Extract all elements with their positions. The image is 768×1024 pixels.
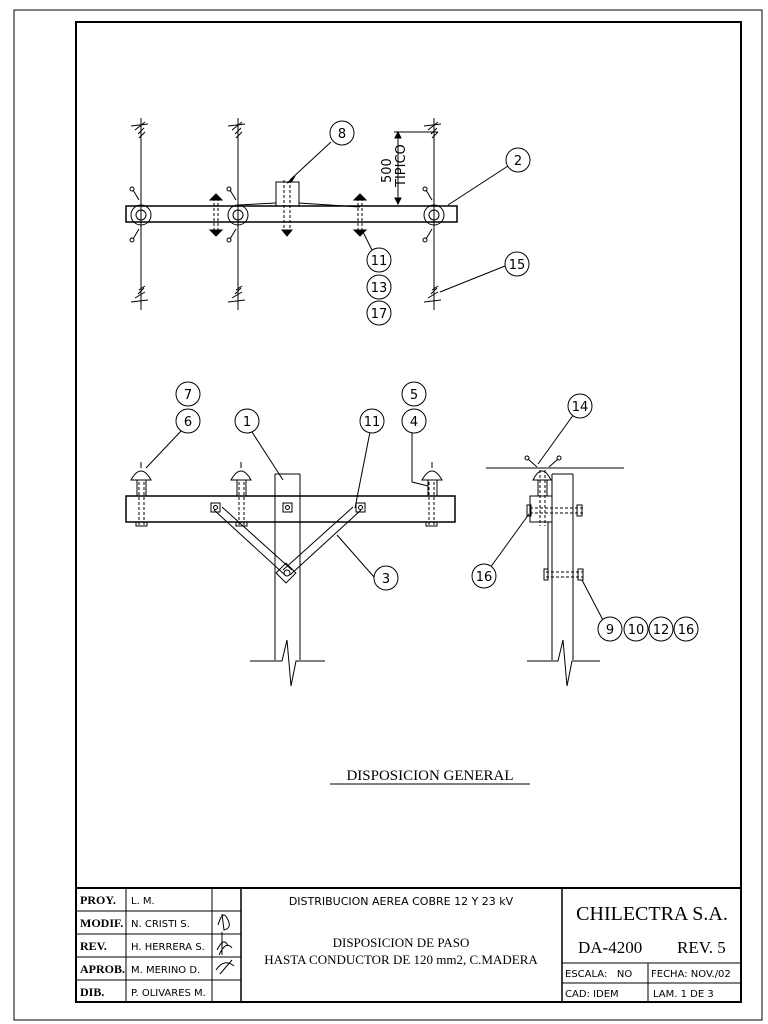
svg-text:7: 7 — [184, 388, 192, 403]
callout-11-top: 11 — [366, 247, 392, 273]
callout-15: 15 — [504, 251, 530, 277]
callout-14: 14 — [567, 393, 593, 419]
side-view — [486, 413, 624, 687]
role-name-dib: P. OLIVARES M. — [131, 988, 206, 999]
callout-5: 5 — [401, 381, 427, 407]
callout-16-left: 16 — [471, 563, 497, 589]
pole-top-plan — [275, 181, 300, 207]
leader-8 — [289, 141, 332, 181]
callout-12: 12 — [648, 616, 674, 642]
svg-text:13: 13 — [371, 281, 388, 296]
crossarm-front — [125, 495, 456, 523]
leader-3 — [336, 534, 375, 578]
leader-6 — [145, 429, 183, 469]
callout-10: 10 — [623, 616, 649, 642]
crossarm-plan — [125, 205, 458, 223]
dimension-value: 500 — [380, 158, 395, 183]
callout-8: 8 — [329, 120, 355, 146]
top-view — [125, 118, 509, 310]
role-label-modif: MODIF. — [80, 916, 123, 930]
callout-3: 3 — [373, 565, 399, 591]
svg-text:16: 16 — [476, 570, 493, 585]
callout-2: 2 — [505, 147, 531, 173]
leader-9 — [581, 579, 606, 625]
callout-11-front: 11 — [359, 408, 385, 434]
drawing-number: DA-4200 — [578, 938, 642, 957]
svg-text:9: 9 — [606, 623, 614, 638]
svg-text:2: 2 — [514, 154, 522, 169]
revision: REV. 5 — [677, 938, 726, 957]
svg-text:1: 1 — [243, 415, 251, 430]
svg-text:8: 8 — [338, 127, 346, 142]
title-line-1: DISPOSICION DE PASO — [333, 935, 470, 950]
svg-text:11: 11 — [364, 415, 381, 430]
role-name-modif: N. CRISTI S. — [131, 919, 190, 930]
callout-9: 9 — [597, 616, 623, 642]
svg-text:5: 5 — [410, 388, 418, 403]
svg-text:11: 11 — [371, 254, 388, 269]
callout-4: 4 — [401, 408, 427, 434]
callout-17: 17 — [366, 300, 392, 326]
leader-14 — [537, 413, 575, 465]
drawing-frame — [75, 21, 742, 1003]
callout-7: 7 — [175, 381, 201, 407]
role-label-proy: PROY. — [80, 893, 116, 907]
drawing-title: DISPOSICION GENERAL — [346, 768, 513, 784]
role-label-rev: REV. — [80, 939, 107, 953]
role-name-aprob: M. MERINO D. — [131, 965, 200, 976]
callout-13: 13 — [366, 274, 392, 300]
cad: CAD: IDEM — [565, 989, 619, 1000]
svg-text:12: 12 — [653, 623, 670, 638]
role-label-aprob: APROB. — [80, 962, 125, 976]
title-line-2: HASTA CONDUCTOR DE 120 mm2, C.MADERA — [264, 952, 538, 967]
svg-text:6: 6 — [184, 415, 192, 430]
leader-15 — [439, 265, 506, 293]
sheet-number: LAM. 1 DE 3 — [653, 989, 714, 1000]
leader-16-side — [489, 513, 530, 569]
date: FECHA: NOV./02 — [651, 969, 731, 980]
dimension-note: TIPICO — [394, 144, 409, 188]
leader-11-front — [354, 431, 371, 509]
svg-text:4: 4 — [410, 415, 418, 430]
role-name-rev: H. HERRERA S. — [131, 942, 205, 953]
svg-text:3: 3 — [382, 572, 390, 587]
leader-2 — [447, 165, 509, 206]
svg-text:15: 15 — [509, 258, 526, 273]
front-view — [125, 429, 456, 687]
svg-text:17: 17 — [371, 307, 388, 322]
svg-text:14: 14 — [572, 400, 589, 415]
callout-1: 1 — [234, 408, 260, 434]
callout-6: 6 — [175, 408, 201, 434]
role-name-proy: L. M. — [131, 896, 155, 907]
svg-text:16: 16 — [678, 623, 695, 638]
title-block — [76, 887, 741, 1002]
svg-text:10: 10 — [628, 623, 645, 638]
callout-16-right: 16 — [673, 616, 699, 642]
role-label-dib: DIB. — [80, 985, 104, 999]
scale: ESCALA: NO — [565, 969, 632, 980]
subject: DISTRIBUCION AEREA COBRE 12 Y 23 kV — [289, 895, 514, 908]
leader-1 — [251, 431, 284, 481]
company-name: CHILECTRA S.A. — [576, 903, 728, 925]
leader-11-top — [361, 229, 373, 251]
outer-border — [13, 9, 763, 1021]
crossarm-end — [529, 495, 553, 523]
